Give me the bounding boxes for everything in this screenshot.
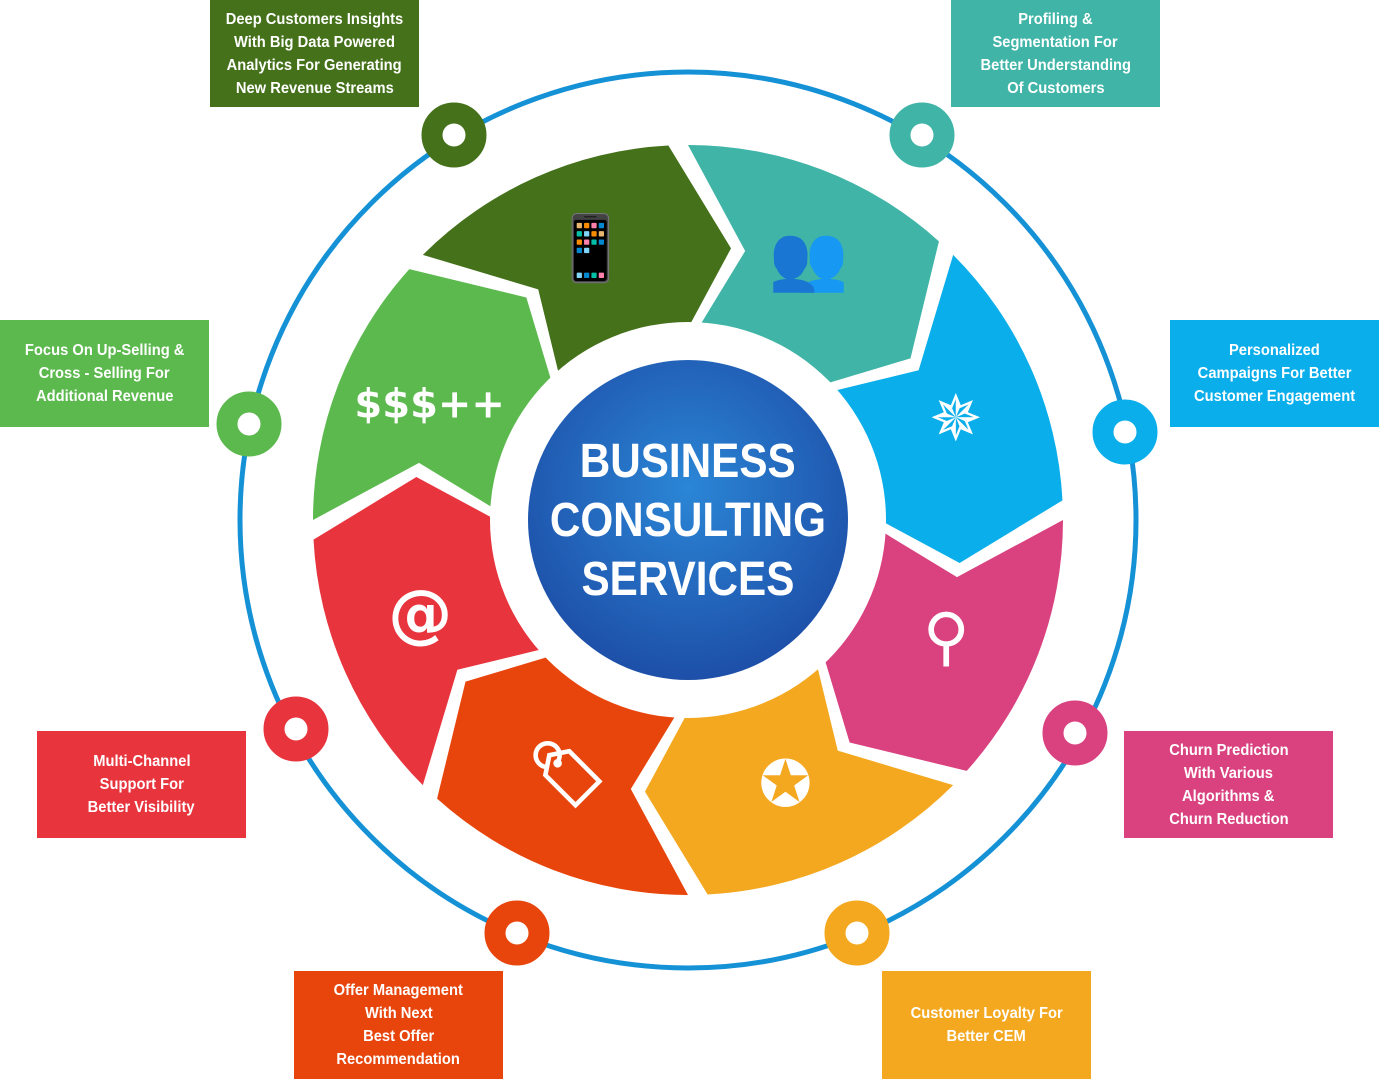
label-line: New Revenue Streams xyxy=(235,79,394,97)
label-line: Segmentation For xyxy=(992,33,1119,51)
bucket-search-icon: ⚲ xyxy=(923,600,970,674)
segment-8 xyxy=(313,269,558,520)
ring-node-3 xyxy=(1092,399,1158,465)
label-line: Cross - Selling For xyxy=(39,365,170,382)
label-line: Better Understanding xyxy=(980,56,1131,74)
ring-node-6 xyxy=(484,900,550,966)
outer-ring xyxy=(237,69,1139,971)
ring-node-5 xyxy=(824,900,890,966)
money-bags-icon: $$$++ xyxy=(354,382,505,428)
award-ribbon-icon: ✪ xyxy=(759,748,813,822)
ring-node-7 xyxy=(263,696,329,762)
segment-6 xyxy=(437,650,688,895)
label-line: Offer Management xyxy=(333,982,464,999)
label-line: Better CEM xyxy=(946,1028,1027,1045)
ring-node-2 xyxy=(889,102,955,168)
ring-node-4 xyxy=(1042,700,1108,766)
label-line: Personalized xyxy=(1229,342,1320,359)
label-line: Focus On Up-Selling & xyxy=(24,342,185,359)
ring-node-1 xyxy=(421,102,487,168)
label-line: Customer Engagement xyxy=(1193,388,1356,405)
ring-node-8 xyxy=(216,391,282,457)
title-line-3: SERVICES xyxy=(581,552,795,606)
center-title: BUSINESS CONSULTING SERVICES xyxy=(528,360,848,680)
segment-4 xyxy=(818,520,1063,771)
label-line: Additional Revenue xyxy=(35,388,174,405)
price-tags-icon: 🏷 xyxy=(527,738,608,812)
label-box-8: Focus On Up-Selling & Cross - Selling For… xyxy=(0,320,209,427)
label-line: Of Customers xyxy=(1006,79,1105,97)
label-line: With Big Data Powered xyxy=(233,33,395,51)
label-line: Algorithms & xyxy=(1182,787,1275,805)
label-line: Profiling & xyxy=(1018,10,1093,28)
segment-2 xyxy=(688,145,939,390)
compass-star-icon: ✵ xyxy=(929,383,983,457)
label-line: Campaigns For Better xyxy=(1197,365,1352,382)
label-line: Best Offer xyxy=(362,1028,435,1045)
label-line: Churn Reduction xyxy=(1168,810,1289,828)
label-line: Churn Prediction xyxy=(1168,741,1289,759)
label-line: Customer Loyalty For xyxy=(910,1005,1063,1022)
customer-search-icon: 👥 xyxy=(769,222,849,296)
label-line: Support For xyxy=(99,776,184,793)
label-line: With Next xyxy=(364,1005,433,1022)
title-line-2: CONSULTING xyxy=(549,493,827,547)
multichannel-box-icon: @ xyxy=(388,577,452,651)
title-line-1: BUSINESS xyxy=(580,434,796,488)
label-line: Better Visibility xyxy=(88,799,195,816)
label-line: Analytics For Generating xyxy=(226,56,403,74)
label-line: Multi-Channel xyxy=(92,753,191,770)
label-line: Recommendation xyxy=(336,1051,461,1068)
label-line: With Various xyxy=(1183,764,1274,782)
center-circle xyxy=(528,360,848,680)
analytics-search-phone-icon: 📱 xyxy=(551,212,631,286)
label-line: Deep Customers Insights xyxy=(225,10,404,28)
